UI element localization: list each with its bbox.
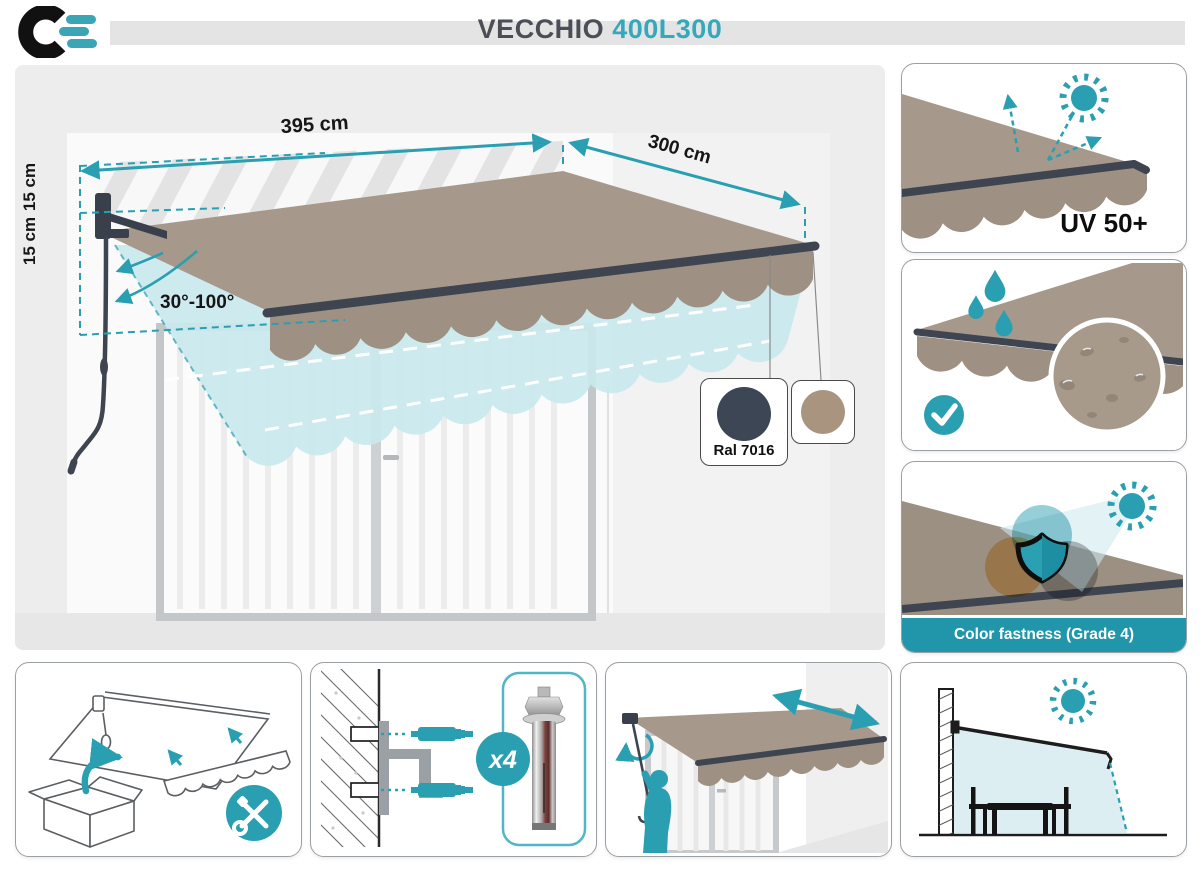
page-title: VECCHIO 400L300 <box>0 14 1200 45</box>
width-dimension-label: 395 cm <box>280 112 349 138</box>
angle-arc-large <box>114 250 198 304</box>
sun-icon <box>1107 481 1157 531</box>
feature-card-water <box>901 259 1187 451</box>
shade-area <box>953 729 1127 833</box>
feature-card-uv: UV 50+ <box>901 63 1187 253</box>
magnifier-fabric-detail <box>1048 317 1166 435</box>
shipping-box-outline <box>28 776 143 848</box>
fabric-color-dot <box>801 390 845 434</box>
person-silhouette <box>641 770 672 853</box>
awning-valance <box>270 249 813 361</box>
bottom-card-operation <box>605 662 892 857</box>
ral7016-label: Ral 7016 <box>713 442 775 459</box>
water-drop-icon <box>968 269 1013 337</box>
door-handle <box>383 455 399 460</box>
drill-hole <box>350 782 380 798</box>
title-strip <box>110 21 1185 45</box>
sun-icon <box>1049 677 1097 725</box>
anchor-photo-box <box>501 671 587 847</box>
quantity-badge-label: x4 <box>487 746 517 774</box>
color-swatch-ral7016: Ral 7016 <box>700 378 788 466</box>
ral7016-color-dot <box>717 387 771 441</box>
uv-reflection-arrows <box>1002 93 1103 162</box>
angle-label: 30°-100° <box>160 292 234 313</box>
mounting-bracket <box>95 193 167 239</box>
height-dimension-label-bottom: 15 cm <box>20 217 39 265</box>
uv-label: UV 50+ <box>1060 208 1147 238</box>
attach-arrows <box>167 727 243 766</box>
logo-e-bars-icon <box>59 15 97 48</box>
crank-handle <box>67 236 109 475</box>
page-title-model: 400L300 <box>612 14 723 44</box>
bottom-card-mounting: x4 <box>310 662 597 857</box>
fastness-banner: Color fastness (Grade 4) <box>902 618 1186 652</box>
bottom-card-shade <box>900 662 1187 857</box>
brand-logo <box>14 4 98 60</box>
swatch-connectors <box>769 251 822 381</box>
width-dimension-arrow <box>80 133 552 180</box>
front-bar <box>262 241 820 318</box>
angle-arc-small <box>115 251 164 275</box>
unbox-arrow <box>81 738 123 795</box>
quantity-badge: x4 <box>476 732 530 786</box>
page-title-name: VECCHIO <box>477 14 605 44</box>
depth-dimension-arrow <box>568 137 801 210</box>
drill-hole <box>350 726 380 742</box>
awning-profile <box>950 720 1113 770</box>
main-diagram-panel: 395 cm 300 cm 15 cm 15 cm 30°-100° <box>15 65 885 650</box>
height-dimension-label-top: 15 cm <box>20 163 39 211</box>
color-swatch-fabric <box>791 380 855 444</box>
table-and-chairs <box>969 787 1071 835</box>
anchor-bolt-icon <box>381 727 473 797</box>
rotation-arrow-icon <box>615 733 654 762</box>
tools-icon <box>226 785 282 841</box>
floor <box>776 821 888 853</box>
feature-card-color-fastness: Color fastness (Grade 4) <box>901 461 1187 653</box>
extend-arrow-icon <box>772 688 880 731</box>
shield-icon <box>1015 532 1069 584</box>
logo-c-icon <box>18 4 66 60</box>
shade-drop-line <box>1108 762 1129 834</box>
uv-awning-graphic <box>902 94 1150 239</box>
bottom-card-assembly <box>15 662 302 857</box>
valance-piece-outline <box>162 750 291 797</box>
sun-icon <box>1059 73 1109 123</box>
checkmark-icon <box>924 395 964 435</box>
